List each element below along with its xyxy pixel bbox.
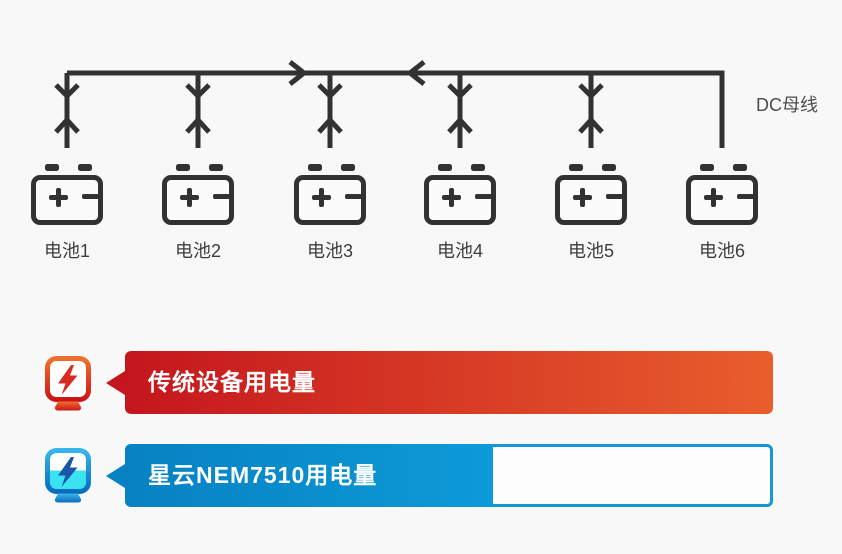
- plus-terminal-icon: [312, 188, 331, 207]
- battery-terminal-icon: [176, 164, 190, 171]
- battery-symbol: [31, 175, 103, 225]
- arrow-down-icon: [54, 83, 80, 100]
- battery-terminal-icon: [602, 164, 616, 171]
- nebula-power-label: 星云NEM7510用电量: [148, 462, 378, 488]
- battery-terminal-icon: [438, 164, 452, 171]
- battery-label: 电池4: [436, 241, 483, 261]
- nebula-power-bar-fill: 星云NEM7510用电量: [125, 444, 494, 507]
- nebula-power-bar-track: 星云NEM7510用电量: [125, 444, 773, 507]
- battery-2: 电池2: [162, 164, 234, 264]
- battery-symbol: [686, 175, 758, 225]
- traditional-power-label: 传统设备用电量: [148, 369, 316, 395]
- battery-3: 电池3: [294, 164, 366, 264]
- battery-terminal-icon: [569, 164, 583, 171]
- plus-terminal-icon: [704, 188, 723, 207]
- red-bar-pointer-icon: [106, 371, 125, 395]
- meter-stand: [54, 493, 82, 503]
- arrow-up-icon: [447, 116, 473, 134]
- minus-terminal-icon: [475, 194, 492, 199]
- arrow-down-icon: [317, 83, 343, 100]
- battery-connector: [185, 73, 211, 148]
- arrow-down-icon: [578, 83, 604, 100]
- battery-label: 电池5: [567, 241, 614, 261]
- bus-arrow-left-icon: [405, 60, 426, 86]
- battery-symbol: [162, 175, 234, 225]
- blue-bar-pointer-icon: [106, 464, 125, 488]
- minus-terminal-icon: [737, 194, 754, 199]
- plus-terminal-icon: [573, 188, 592, 207]
- battery-terminal-icon: [700, 164, 714, 171]
- arrow-up-icon: [317, 116, 343, 134]
- traditional-power-bar: 传统设备用电量: [125, 351, 773, 414]
- battery-label: 电池6: [698, 241, 745, 261]
- battery-terminal-icon: [78, 164, 92, 171]
- battery-terminal-icon: [341, 164, 355, 171]
- arrow-down-icon: [185, 83, 211, 100]
- lightning-bolt-icon: [58, 457, 78, 487]
- battery-connector: [578, 73, 604, 148]
- minus-terminal-icon: [606, 194, 623, 199]
- battery-5: 电池5: [555, 164, 627, 264]
- battery-6: 电池6: [686, 164, 758, 264]
- arrow-up-icon: [185, 116, 211, 134]
- battery-connector: [54, 73, 80, 148]
- battery-label: 电池2: [174, 241, 221, 261]
- battery-symbol: [424, 175, 496, 225]
- dc-bus-label: DC母线: [756, 95, 818, 115]
- battery-terminal-icon: [733, 164, 747, 171]
- battery-label: 电池1: [43, 241, 90, 261]
- plus-terminal-icon: [180, 188, 199, 207]
- battery-terminal-icon: [209, 164, 223, 171]
- red-power-meter-icon: [45, 356, 91, 411]
- arrow-up-icon: [578, 116, 604, 134]
- plus-terminal-icon: [49, 188, 68, 207]
- battery-terminal-icon: [45, 164, 59, 171]
- arrow-up-icon: [54, 116, 80, 134]
- battery-connector: [447, 73, 473, 148]
- battery-symbol: [555, 175, 627, 225]
- meter-stand: [54, 401, 82, 411]
- plus-terminal-icon: [442, 188, 461, 207]
- bus-arrow-right-icon: [288, 60, 309, 86]
- battery-symbol: [294, 175, 366, 225]
- minus-terminal-icon: [345, 194, 362, 199]
- battery-terminal-icon: [471, 164, 485, 171]
- minus-terminal-icon: [82, 194, 99, 199]
- battery-terminal-icon: [308, 164, 322, 171]
- dc-bus-wiring: [54, 60, 725, 148]
- minus-terminal-icon: [213, 194, 230, 199]
- lightning-bolt-icon: [58, 365, 78, 395]
- arrow-down-icon: [447, 83, 473, 100]
- blue-power-meter-icon: [45, 448, 91, 503]
- battery-1: 电池1: [31, 164, 103, 264]
- battery-connector: [317, 73, 343, 148]
- meter-frame: [45, 448, 91, 494]
- battery-label: 电池3: [306, 241, 353, 261]
- battery-4: 电池4: [424, 164, 496, 264]
- dc-bus-line: [67, 70, 725, 148]
